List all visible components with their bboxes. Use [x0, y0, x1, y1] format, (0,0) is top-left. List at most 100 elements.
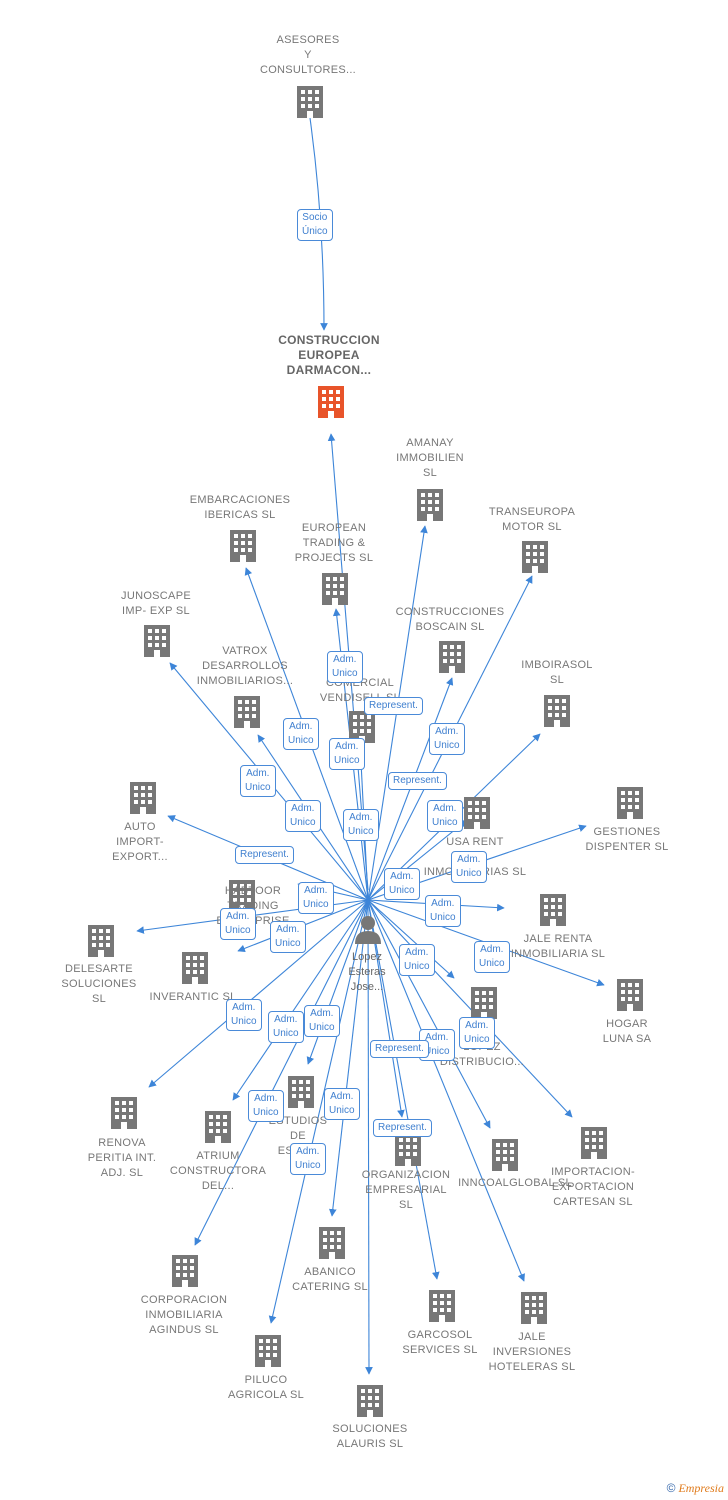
relation-label[interactable]: Represent.: [364, 697, 423, 715]
relation-label[interactable]: Adm. Unico: [429, 723, 465, 755]
company-label[interactable]: EMBARCACIONES IBERICAS SL: [189, 494, 291, 521]
company-label[interactable]: ABANICO CATERING SL: [292, 1266, 368, 1293]
company-label[interactable]: PILUCO AGRICOLA SL: [227, 1374, 305, 1401]
company-label[interactable]: ORGANIZACION EMPRESARIAL SL: [361, 1169, 451, 1211]
relation-label[interactable]: Adm. Unico: [220, 908, 256, 940]
relation-label[interactable]: Represent.: [370, 1040, 429, 1058]
building-icon[interactable]: [429, 1290, 455, 1322]
relation-label[interactable]: Adm. Unico: [268, 1011, 304, 1043]
relation-label[interactable]: Adm. Unico: [324, 1088, 360, 1120]
company-label[interactable]: AUTO IMPORT- EXPORT...: [112, 821, 168, 863]
building-asesores-icon[interactable]: [297, 86, 323, 118]
company-asesores-label[interactable]: ASESORES Y CONSULTORES...: [259, 34, 357, 76]
edge-person-company-29: [365, 899, 373, 1375]
building-icon[interactable]: [492, 1139, 518, 1171]
relation-label[interactable]: Adm. Unico: [329, 738, 365, 770]
building-icon[interactable]: [357, 1385, 383, 1417]
building-icon[interactable]: [288, 1076, 314, 1108]
relation-label[interactable]: Adm. Unico: [425, 895, 461, 927]
edge-person-company-27: [367, 899, 525, 1282]
relation-label[interactable]: Adm. Unico: [343, 809, 379, 841]
company-label[interactable]: CORPORACION INMOBILIARIA AGINDUS SL: [140, 1294, 228, 1336]
company-label[interactable]: VATROX DESARROLLOS INMOBILIARIOS...: [196, 645, 294, 687]
building-icon[interactable]: [471, 987, 497, 1019]
building-icon[interactable]: [172, 1255, 198, 1287]
building-icon[interactable]: [322, 573, 348, 605]
relation-label[interactable]: Adm. Unico: [304, 1005, 340, 1037]
building-icon[interactable]: [617, 979, 643, 1011]
company-label[interactable]: RENOVA PERITIA INT. ADJ. SL: [87, 1137, 157, 1179]
building-icon[interactable]: [544, 695, 570, 727]
building-icon[interactable]: [439, 641, 465, 673]
person-icon: [355, 916, 381, 944]
relation-socio-unico[interactable]: Socio Único: [297, 209, 333, 241]
building-icon[interactable]: [540, 894, 566, 926]
relation-label[interactable]: Adm. Unico: [283, 718, 319, 750]
company-label[interactable]: CONSTRUCCIONES BOSCAIN SL: [395, 606, 505, 633]
relation-label[interactable]: Adm. Unico: [298, 882, 334, 914]
building-icon[interactable]: [234, 696, 260, 728]
relation-label[interactable]: Represent.: [373, 1119, 432, 1137]
edge-person-company-26: [367, 899, 440, 1280]
company-label[interactable]: TRANSEUROPA MOTOR SL: [488, 506, 576, 533]
building-icon[interactable]: [144, 625, 170, 657]
company-label[interactable]: IMPORTACION- EXPORTACION CARTESAN SL: [551, 1166, 635, 1208]
building-icon[interactable]: [255, 1335, 281, 1367]
company-label[interactable]: HOGAR LUNA SA: [602, 1018, 652, 1045]
relation-label[interactable]: Adm. Unico: [474, 941, 510, 973]
building-icon[interactable]: [417, 489, 443, 521]
building-icon[interactable]: [182, 952, 208, 984]
edge-person-company-25: [194, 899, 369, 1246]
relation-label[interactable]: Adm. Unico: [240, 765, 276, 797]
edge-person-company-18: [148, 899, 369, 1088]
relation-label[interactable]: Adm. Unico: [285, 800, 321, 832]
relation-label[interactable]: Adm. Unico: [384, 868, 420, 900]
building-icon[interactable]: [581, 1127, 607, 1159]
company-label[interactable]: INNCOALGLOBAL SL: [458, 1177, 572, 1189]
person-name[interactable]: Lopez Esteras Jose...: [348, 951, 386, 993]
building-icon[interactable]: [111, 1097, 137, 1129]
relation-label[interactable]: Adm. Unico: [327, 651, 363, 683]
relation-label[interactable]: Adm. Unico: [399, 944, 435, 976]
company-construccion-europea-label[interactable]: CONSTRUCCION EUROPEA DARMACON...: [278, 333, 380, 377]
company-label[interactable]: DELESARTE SOLUCIONES SL: [61, 963, 137, 1005]
company-label[interactable]: IMBOIRASOL SL: [521, 659, 593, 686]
edge-person-company-24: [328, 899, 369, 1217]
company-label[interactable]: JALE RENTA INMOBILIARIA SL: [510, 933, 606, 960]
relation-label[interactable]: Adm. Unico: [248, 1090, 284, 1122]
brand-footer: © Empresia: [667, 1481, 724, 1496]
company-label[interactable]: GESTIONES DISPENTER SL: [585, 826, 669, 853]
relation-label[interactable]: Adm. Unico: [451, 851, 487, 883]
building-icon[interactable]: [464, 797, 490, 829]
edge-person-company-19: [232, 899, 369, 1101]
building-icon[interactable]: [521, 1292, 547, 1324]
relation-label[interactable]: Adm. Unico: [270, 921, 306, 953]
company-label[interactable]: JUNOSCAPE IMP- EXP SL: [121, 590, 191, 617]
building-icon[interactable]: [88, 925, 114, 957]
building-icon[interactable]: [230, 530, 256, 562]
edge-person-company-28: [268, 899, 369, 1324]
edge-person-company-17: [367, 899, 455, 979]
company-label[interactable]: GARCOSOL SERVICES SL: [402, 1329, 478, 1356]
building-icon[interactable]: [395, 1134, 421, 1166]
edge-person-company-21: [367, 899, 573, 1118]
company-label[interactable]: EUROPEAN TRADING & PROJECTS SL: [294, 522, 374, 564]
building-icon[interactable]: [130, 782, 156, 814]
company-label[interactable]: JALE INVERSIONES HOTELERAS SL: [488, 1331, 576, 1373]
relation-label[interactable]: Adm. Unico: [226, 999, 262, 1031]
relation-label[interactable]: Adm. Unico: [427, 800, 463, 832]
company-label[interactable]: SOLUCIONES ALAURIS SL: [332, 1423, 408, 1450]
relation-label[interactable]: Represent.: [388, 772, 447, 790]
building-icon[interactable]: [522, 541, 548, 573]
company-label[interactable]: ATRIUM CONSTRUCTORA DEL...: [169, 1150, 267, 1192]
relation-label[interactable]: Adm. Unico: [290, 1143, 326, 1175]
building-main-icon[interactable]: [318, 386, 344, 418]
building-icon[interactable]: [617, 787, 643, 819]
empresia-logo: Empresia: [678, 1481, 724, 1495]
copyright-icon: ©: [666, 1481, 676, 1495]
company-label[interactable]: AMANAY IMMOBILIEN SL: [396, 437, 464, 479]
relation-label[interactable]: Represent.: [235, 846, 294, 864]
relation-label[interactable]: Adm. Unico: [459, 1017, 495, 1049]
edge-person-company-22: [367, 899, 491, 1129]
building-icon[interactable]: [319, 1227, 345, 1259]
